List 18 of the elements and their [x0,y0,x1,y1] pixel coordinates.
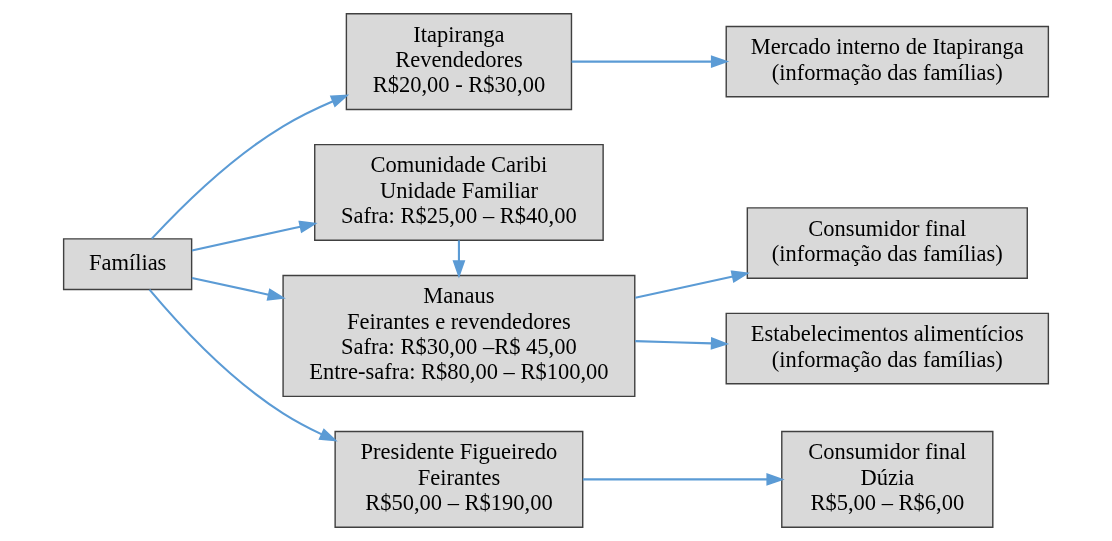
node-box: Consumidor final Dúzia R$5,00 – R$6,00 [781,430,994,528]
arrow [148,288,338,442]
arrow [191,276,286,301]
arrow [151,94,350,240]
node-box: Manaus Feirantes e revendedores Safra: R$30,00 –R$ 45,00 Entre-safra: R$80,00 – R$100,00 [282,274,636,398]
arrow [582,473,785,486]
node-box: Itapiranga Revendedores R$20,00 - R$30,00 [345,13,573,111]
node-box: Estabelecimentos alimentícios (informação das famílias) [725,312,1050,385]
node-box: Mercado interno de Itapiranga (informação das famílias) [725,25,1050,98]
arrow [452,240,466,279]
arrow [635,270,750,299]
node-box: Famílias [62,238,193,291]
arrow [191,220,318,252]
node-box: Consumidor final (informação das famílias) [746,207,1028,279]
arrow [635,336,730,350]
node-box: Comunidade Caribi Unidade Familiar Safra: R$25,00 – R$40,00 [314,143,604,241]
node-box: Presidente Figueiredo Feirantes R$50,00 – R$190,00 [334,430,584,528]
arrow [571,55,730,68]
